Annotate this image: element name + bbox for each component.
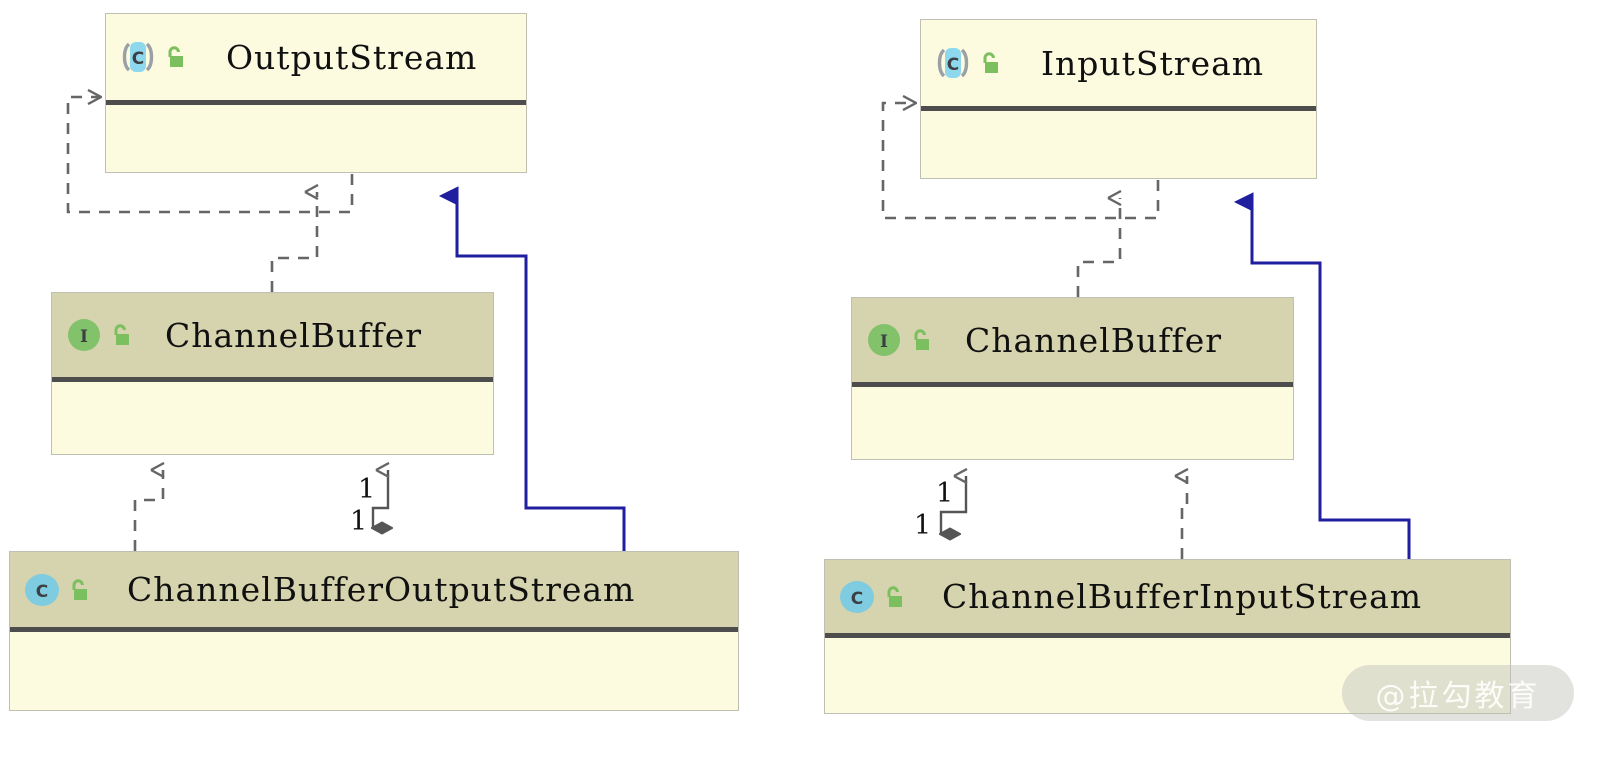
svg-text:I: I (880, 332, 888, 352)
svg-text:C: C (36, 582, 48, 602)
class-body-channelbufferoutputstream (10, 632, 738, 707)
unlocked-padlock-icon (67, 577, 91, 603)
right-realization-cbis-channelbuffer (1182, 476, 1187, 559)
class-box-channelbufferoutputstream[interactable]: C ChannelBufferOutputStream (9, 551, 739, 711)
class-name-outputstream: OutputStream (226, 37, 478, 77)
concrete-class-icon: C (839, 580, 875, 614)
right-realization-channelbuffer-inputstream (1076, 198, 1120, 297)
interface-name-channelbuffer-right: ChannelBuffer (965, 320, 1223, 360)
interface-body-channelbuffer-left (52, 382, 493, 451)
svg-text:I: I (80, 327, 88, 347)
unlocked-padlock-icon (163, 44, 187, 70)
class-box-channelbufferinputstream[interactable]: C ChannelBufferInputStream (824, 559, 1511, 714)
concrete-class-icon: C (24, 573, 60, 607)
interface-icon: I (66, 318, 102, 352)
class-header-outputstream: C OutputStream (106, 14, 526, 105)
interface-name-channelbuffer-left: ChannelBuffer (165, 315, 423, 355)
right-generalization-cbis-inputstream (1252, 202, 1411, 559)
unlocked-padlock-icon (882, 584, 906, 610)
multiplicity-right-upper: 1 (936, 478, 954, 509)
multiplicity-left-upper: 1 (358, 474, 376, 505)
class-name-inputstream: InputStream (1041, 43, 1265, 83)
interface-header-channelbuffer-right: I ChannelBuffer (852, 298, 1293, 387)
unlocked-padlock-icon (978, 50, 1002, 76)
interface-body-channelbuffer-right (852, 387, 1293, 456)
left-generalization-cbos-outputstream (457, 196, 626, 551)
right-aggregation-cbis-channelbuffer (941, 476, 966, 534)
unlocked-padlock-icon (909, 327, 933, 353)
interface-header-channelbuffer-left: I ChannelBuffer (52, 293, 493, 382)
abstract-class-icon: C (120, 40, 156, 74)
right-dependency-selfloop (881, 103, 1160, 220)
left-dependency-selfloop (66, 97, 354, 214)
left-aggregation-cbos-channelbuffer (373, 470, 388, 528)
watermark-badge: @拉勾教育 (1342, 665, 1574, 721)
svg-text:C: C (132, 49, 144, 69)
class-box-inputstream[interactable]: C InputStream (920, 19, 1317, 179)
left-realization-channelbuffer-outputstream (270, 192, 317, 292)
class-body-inputstream (921, 111, 1316, 175)
unlocked-padlock-icon (109, 322, 133, 348)
multiplicity-right-lower: 1 (914, 510, 932, 541)
multiplicity-left-lower: 1 (350, 506, 368, 537)
class-body-outputstream (106, 105, 526, 169)
class-header-channelbufferoutputstream: C ChannelBufferOutputStream (10, 552, 738, 632)
svg-text:C: C (851, 589, 863, 609)
interface-icon: I (866, 323, 902, 357)
class-header-channelbufferinputstream: C ChannelBufferInputStream (825, 560, 1510, 638)
class-name-channelbufferoutputstream: ChannelBufferOutputStream (127, 570, 636, 609)
interface-box-channelbuffer-right[interactable]: I ChannelBuffer (851, 297, 1294, 460)
left-realization-cbos-channelbuffer (133, 470, 163, 551)
class-name-channelbufferinputstream: ChannelBufferInputStream (942, 577, 1423, 616)
class-header-inputstream: C InputStream (921, 20, 1316, 111)
interface-box-channelbuffer-left[interactable]: I ChannelBuffer (51, 292, 494, 455)
class-body-channelbufferinputstream (825, 638, 1510, 710)
class-box-outputstream[interactable]: C OutputStream (105, 13, 527, 173)
abstract-class-icon: C (935, 46, 971, 80)
svg-text:C: C (947, 55, 959, 75)
